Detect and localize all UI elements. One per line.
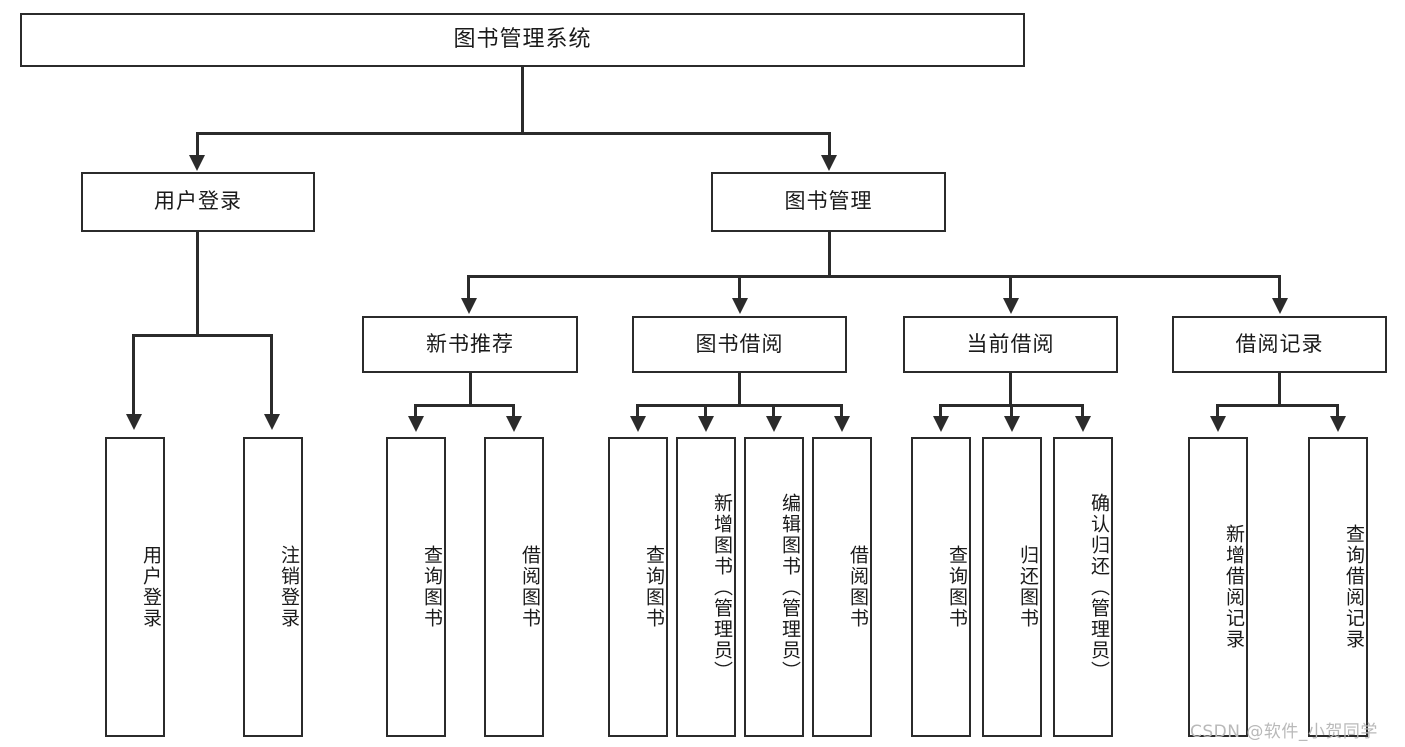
node-label: 借阅图书: [519, 545, 541, 629]
connector-book-manage-to-current: [1009, 275, 1012, 300]
connector-book-manage-to-new-books: [467, 275, 470, 300]
connector-user-login-stem: [196, 232, 199, 336]
node-label: 确认归还（管理员）: [1088, 492, 1110, 682]
connector-new-books-child1: [414, 404, 417, 418]
connector-new-books-stem: [469, 373, 472, 406]
node-leaf-confirm-return-admin[interactable]: 确认归还（管理员）: [1053, 437, 1113, 737]
connector-user-login-child1: [132, 334, 135, 416]
node-label: 用户登录: [140, 545, 162, 629]
connector-current-child3: [1081, 404, 1084, 418]
connector-new-books-bus: [414, 404, 515, 407]
arrow-user-login-child1: [126, 414, 142, 430]
node-label: 归还图书: [1017, 545, 1039, 629]
arrow-records-child1: [1210, 416, 1226, 432]
node-label: 当前借阅: [966, 331, 1055, 356]
arrow-book-manage-to-records: [1272, 298, 1288, 314]
connector-current-child1: [939, 404, 942, 418]
connector-records-stem: [1278, 373, 1281, 406]
node-leaf-return-book[interactable]: 归还图书: [982, 437, 1042, 737]
node-label: 查询借阅记录: [1343, 524, 1365, 650]
arrow-current-child1: [933, 416, 949, 432]
node-leaf-query-book-new[interactable]: 查询图书: [386, 437, 446, 737]
node-leaf-query-book[interactable]: 查询图书: [608, 437, 668, 737]
arrow-new-books-child1: [408, 416, 424, 432]
arrow-borrow-child3: [766, 416, 782, 432]
arrow-root-to-book-manage: [821, 155, 837, 171]
node-label: 借阅图书: [847, 545, 869, 629]
node-root-book-management-system[interactable]: 图书管理系统: [20, 13, 1025, 67]
node-book-borrow[interactable]: 图书借阅: [632, 316, 847, 373]
connector-records-bus: [1216, 404, 1338, 407]
node-label: 查询图书: [643, 545, 665, 629]
connector-root-to-user-login: [196, 132, 199, 158]
node-leaf-add-borrow-record[interactable]: 新增借阅记录: [1188, 437, 1248, 737]
connector-current-child2: [1010, 404, 1013, 418]
node-label: 图书借阅: [695, 331, 784, 356]
arrow-book-manage-to-borrow: [732, 298, 748, 314]
node-leaf-query-borrow-record[interactable]: 查询借阅记录: [1308, 437, 1368, 737]
node-label: 借阅记录: [1235, 331, 1324, 356]
node-book-management[interactable]: 图书管理: [711, 172, 946, 232]
arrow-book-manage-to-current: [1003, 298, 1019, 314]
arrow-borrow-child2: [698, 416, 714, 432]
arrow-borrow-child1: [630, 416, 646, 432]
node-label: 新增借阅记录: [1223, 524, 1245, 650]
connector-user-login-bus: [132, 334, 272, 337]
watermark-text: CSDN @软件_小贺同学: [1190, 722, 1378, 742]
node-label: 图书管理: [784, 189, 873, 214]
arrow-root-to-user-login: [189, 155, 205, 171]
node-label: 图书管理系统: [453, 26, 592, 52]
node-leaf-edit-book-admin[interactable]: 编辑图书（管理员）: [744, 437, 804, 737]
connector-new-books-child2: [512, 404, 515, 418]
node-leaf-add-book-admin[interactable]: 新增图书（管理员）: [676, 437, 736, 737]
node-leaf-query-book-current[interactable]: 查询图书: [911, 437, 971, 737]
connector-root-stem: [521, 67, 524, 134]
node-leaf-logout[interactable]: 注销登录: [243, 437, 303, 737]
node-leaf-borrow-book[interactable]: 借阅图书: [812, 437, 872, 737]
connector-book-manage-to-records: [1278, 275, 1281, 300]
connector-records-child1: [1216, 404, 1219, 418]
connector-borrow-child2: [704, 404, 707, 418]
connector-book-manage-bus: [467, 275, 1280, 278]
connector-root-to-book-manage: [828, 132, 831, 158]
node-current-borrow[interactable]: 当前借阅: [903, 316, 1118, 373]
connector-root-bus: [196, 132, 830, 135]
arrow-records-child2: [1330, 416, 1346, 432]
arrow-user-login-child2: [264, 414, 280, 430]
node-label: 新书推荐: [426, 331, 514, 356]
node-borrow-records[interactable]: 借阅记录: [1172, 316, 1387, 373]
node-label: 注销登录: [278, 545, 300, 629]
connector-borrow-child4: [840, 404, 843, 418]
node-leaf-borrow-book-new[interactable]: 借阅图书: [484, 437, 544, 737]
node-user-login[interactable]: 用户登录: [81, 172, 315, 232]
node-leaf-user-login[interactable]: 用户登录: [105, 437, 165, 737]
connector-borrow-child3: [772, 404, 775, 418]
node-new-book-recommend[interactable]: 新书推荐: [362, 316, 578, 373]
arrow-borrow-child4: [834, 416, 850, 432]
node-label: 编辑图书（管理员）: [779, 492, 801, 682]
node-label: 查询图书: [421, 545, 443, 629]
connector-borrow-bus: [636, 404, 842, 407]
node-label: 用户登录: [154, 189, 242, 214]
node-label: 新增图书（管理员）: [711, 492, 733, 682]
connector-user-login-child2: [270, 334, 273, 416]
connector-borrow-child1: [636, 404, 639, 418]
connector-book-manage-to-borrow: [738, 275, 741, 300]
arrow-new-books-child2: [506, 416, 522, 432]
connector-records-child2: [1336, 404, 1339, 418]
node-label: 查询图书: [946, 545, 968, 629]
connector-book-manage-stem: [828, 232, 831, 277]
arrow-current-child3: [1075, 416, 1091, 432]
connector-borrow-stem: [738, 373, 741, 406]
arrow-current-child2: [1004, 416, 1020, 432]
arrow-book-manage-to-new-books: [461, 298, 477, 314]
connector-current-stem: [1009, 373, 1012, 406]
